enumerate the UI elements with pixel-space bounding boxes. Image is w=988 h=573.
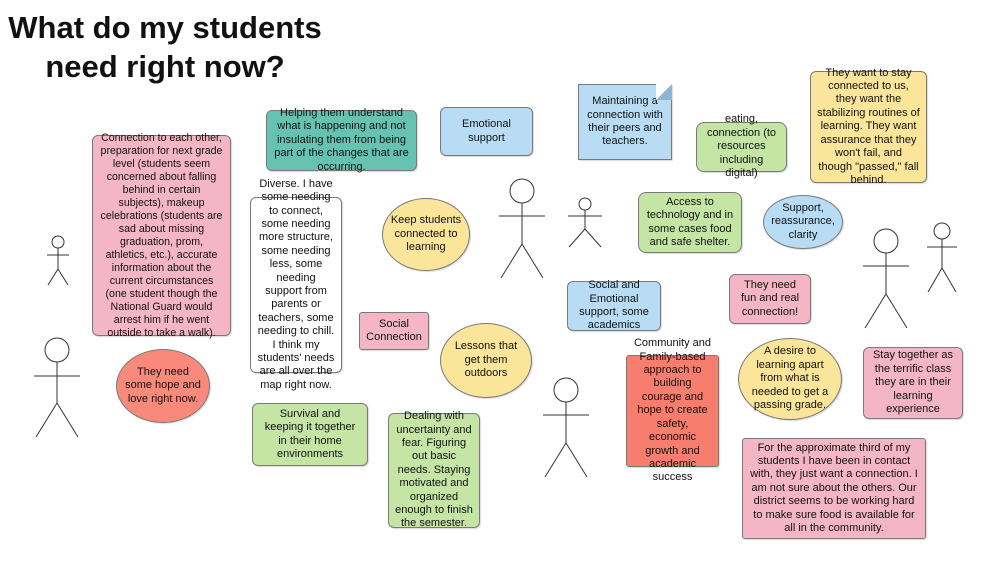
note-text: Dealing with uncertainty and fear. Figur… [395, 410, 473, 530]
stick-figure-icon [32, 337, 82, 439]
note-survival[interactable]: Survival and keeping it together in thei… [252, 403, 368, 466]
note-fun-real[interactable]: They need fun and real connection! [729, 274, 811, 324]
note-text: Maintaining a connection with their peer… [587, 95, 663, 148]
note-helping-understand[interactable]: Helping them understand what is happenin… [266, 106, 417, 173]
note-text: A desire to learning apart from what is … [751, 345, 829, 412]
note-text: They need fun and real connection! [740, 278, 800, 318]
note-text: Survival and keeping it together in thei… [264, 407, 356, 460]
title-line-1: What do my students [8, 10, 322, 45]
note-text: Lessons that get them outdoors [454, 340, 518, 380]
folded-corner-icon [656, 84, 672, 100]
note-want-to-stay[interactable]: They want to stay connected to us, they … [810, 67, 927, 186]
title-line-2: need right now? [45, 49, 285, 84]
page-title: What do my students need right now? [0, 8, 330, 86]
note-text: Emotional support [462, 118, 511, 144]
stick-figure-icon [46, 235, 70, 287]
note-need-hope[interactable]: They need some hope and love right now. [116, 349, 210, 423]
stick-figure-icon [497, 178, 547, 280]
note-connection-each-other[interactable]: Connection to each other, preparation fo… [92, 132, 231, 339]
note-text: Community and Family-based approach to b… [633, 337, 712, 484]
note-text: Access to technology and in some cases f… [646, 195, 734, 248]
note-stay-together[interactable]: Stay together as the terrific class they… [863, 347, 963, 419]
note-dealing-uncertainty[interactable]: Dealing with uncertainty and fear. Figur… [388, 410, 480, 530]
note-diverse[interactable]: Diverse. I have some needing to connect,… [250, 178, 342, 391]
note-text: Connection to each other, preparation fo… [100, 131, 223, 339]
note-text: eating, connection (to resources includi… [706, 113, 777, 180]
note-text: Diverse. I have some needing to connect,… [257, 177, 335, 391]
note-text: For the approximate third of my students… [750, 441, 918, 535]
note-text: Support, reassurance, clarity [771, 201, 835, 241]
note-community-family[interactable]: Community and Family-based approach to b… [626, 337, 719, 483]
note-social-emotional[interactable]: Social and Emotional support, some acade… [567, 279, 661, 332]
note-text: Helping them understand what is happenin… [274, 106, 409, 173]
note-access-technology[interactable]: Access to technology and in some cases f… [638, 192, 742, 253]
note-emotional-support[interactable]: Emotional support [440, 107, 533, 156]
stick-figure-icon [541, 377, 591, 479]
stick-figure-icon [566, 197, 604, 249]
note-text: Stay together as the terrific class they… [872, 349, 954, 416]
note-keep-connected[interactable]: Keep students connected to learning [382, 198, 470, 271]
note-text: Social Connection [366, 317, 422, 343]
note-approximate-third[interactable]: For the approximate third of my students… [742, 438, 926, 539]
note-desire-learning[interactable]: A desire to learning apart from what is … [738, 338, 842, 420]
note-text: Social and Emotional support, some acade… [579, 279, 649, 332]
note-text: Keep students connected to learning [390, 214, 462, 254]
note-social-connection[interactable]: Social Connection [359, 312, 429, 350]
note-text: They need some hope and love right now. [125, 365, 201, 405]
note-support-reassurance[interactable]: Support, reassurance, clarity [763, 195, 843, 249]
note-eating-connection[interactable]: eating, connection (to resources includi… [696, 113, 787, 179]
note-lessons-outdoors[interactable]: Lessons that get them outdoors [440, 323, 532, 398]
stick-figure-icon [861, 228, 911, 330]
stick-figure-icon [926, 222, 958, 294]
note-text: They want to stay connected to us, they … [817, 66, 920, 186]
